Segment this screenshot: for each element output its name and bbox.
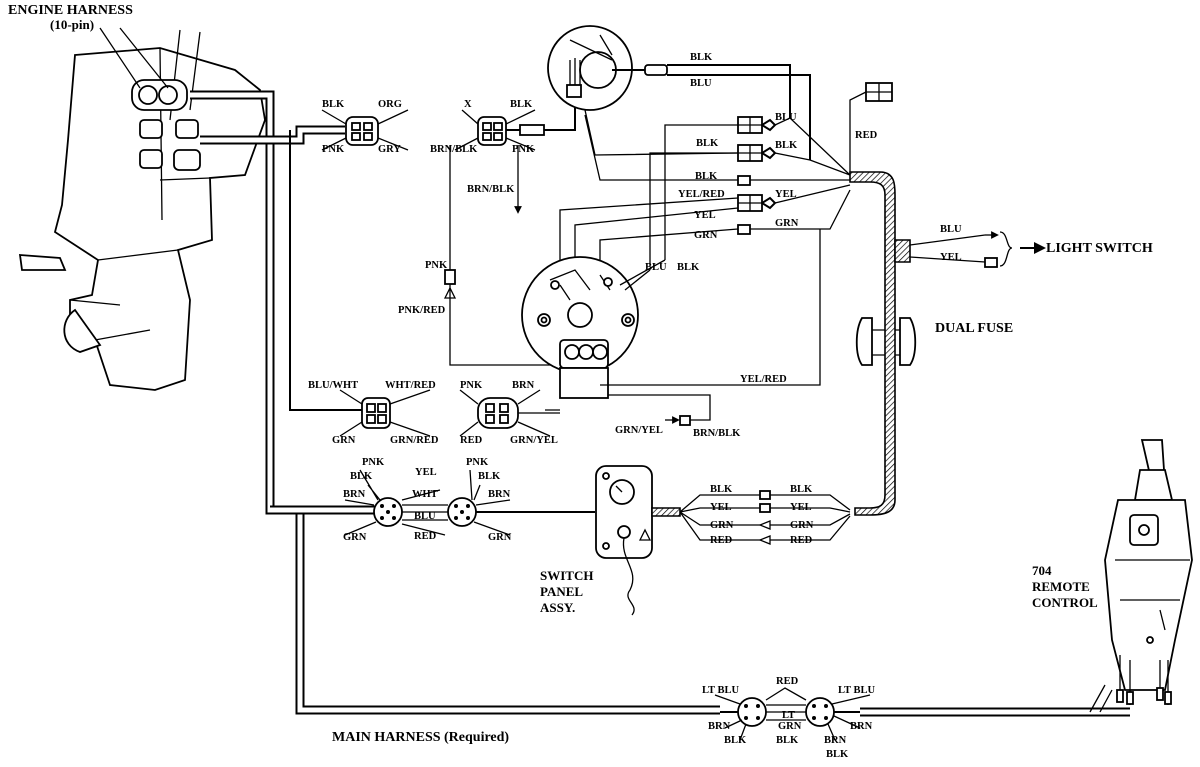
label-sp-grn2: GRN xyxy=(790,520,814,531)
light-switch-leads xyxy=(894,231,1046,268)
label-r8b-brn: BRN xyxy=(488,489,511,500)
round-connector-pair xyxy=(344,469,595,536)
remote-control xyxy=(1089,439,1193,713)
label-mh-blk1: BLK xyxy=(724,735,747,746)
label-wht-red: WHT/RED xyxy=(385,380,436,391)
dual-fuse-harness xyxy=(849,171,917,516)
label-r8a-brn: BRN xyxy=(343,489,366,500)
connector-blk-org xyxy=(321,109,409,151)
switch-panel-title-3: ASSY. xyxy=(540,600,575,615)
engine-harness-pins: (10-pin) xyxy=(50,17,94,32)
top-right-connector xyxy=(849,82,893,175)
label-key-blu: BLU xyxy=(645,262,667,273)
main-harness-trunk xyxy=(190,90,1130,717)
label-sp-blk1: BLK xyxy=(710,484,733,495)
label-r-blk1: BLK xyxy=(696,138,719,149)
label-r8a-grn: GRN xyxy=(343,532,367,543)
label-pnk-mid: PNK xyxy=(425,260,448,271)
label-brn-blk-drop: BRN/BLK xyxy=(467,184,515,195)
label-mh-grn: GRN xyxy=(778,721,802,732)
remote-title-2: REMOTE xyxy=(1032,579,1090,594)
label-r-yel2: YEL xyxy=(694,210,716,221)
label-r-blk3: BLK xyxy=(695,171,718,182)
label-blk: BLK xyxy=(322,99,345,110)
switch-panel-title-1: SWITCH xyxy=(540,568,593,583)
label-sp-yel1: YEL xyxy=(710,502,732,513)
label-grn-red: GRN/RED xyxy=(390,435,439,446)
label-org: ORG xyxy=(378,99,402,110)
connector-blu-wht xyxy=(289,130,431,437)
label-brn-c4: BRN xyxy=(512,380,535,391)
switch-panel-title-2: PANEL xyxy=(540,584,583,599)
label-grn-yel-c4: GRN/YEL xyxy=(510,435,558,446)
label-mh-blk2: BLK xyxy=(776,735,799,746)
remote-title-3: CONTROL xyxy=(1032,595,1098,610)
label-sp-yel2: YEL xyxy=(790,502,812,513)
label-red-c4: RED xyxy=(460,435,483,446)
label-mh-ltblu1: LT BLU xyxy=(702,685,739,696)
label-r-yelred: YEL/RED xyxy=(678,189,725,200)
key-switch xyxy=(443,145,821,426)
top-gauge xyxy=(547,25,811,160)
label-mh-brn3: BRN xyxy=(850,721,873,732)
connector-x-blk xyxy=(454,95,576,151)
label-gauge-blu: BLU xyxy=(690,78,712,89)
main-harness-connectors xyxy=(714,687,871,741)
label-brn-blk-low: BRN/BLK xyxy=(693,428,741,439)
label-r-grn1: GRN xyxy=(694,230,718,241)
light-switch-title: LIGHT SWITCH xyxy=(1046,241,1153,256)
engine-harness-title: ENGINE HARNESS xyxy=(8,3,133,18)
remote-title-1: 704 xyxy=(1032,563,1052,578)
outboard-engine xyxy=(18,29,266,391)
main-harness-title: MAIN HARNESS (Required) xyxy=(332,730,509,745)
label-sp-blk2: BLK xyxy=(790,484,813,495)
label-mh-lt: LT xyxy=(782,710,795,721)
label-blu-wht: BLU/WHT xyxy=(308,380,358,391)
leader-line xyxy=(99,27,169,89)
label-r8-wht: WHT xyxy=(412,489,438,500)
label-r-grn2: GRN xyxy=(775,218,799,229)
label-sp-red2: RED xyxy=(790,535,813,546)
label-r8b-grn: GRN xyxy=(488,532,512,543)
label-grn-c3: GRN xyxy=(332,435,356,446)
label-r8-blu: BLU xyxy=(414,511,436,522)
label-key-blk: BLK xyxy=(677,262,700,273)
label-r-blk2: BLK xyxy=(775,140,798,151)
label-mh-red: RED xyxy=(776,676,799,687)
label-gauge-blk: BLK xyxy=(690,52,713,63)
label-r-blu: BLU xyxy=(775,112,797,123)
label-blk-2: BLK xyxy=(510,99,533,110)
label-r8-red: RED xyxy=(414,531,437,542)
label-mh-brn1: BRN xyxy=(708,721,731,732)
label-mh-ltblu2: LT BLU xyxy=(838,685,875,696)
label-lsw-blu: BLU xyxy=(940,224,962,235)
label-x: X xyxy=(464,99,472,110)
label-r-yel: YEL xyxy=(775,189,797,200)
label-sp-red1: RED xyxy=(710,535,733,546)
label-mh-blk3: BLK xyxy=(826,749,849,760)
label-brn-blk: BRN/BLK xyxy=(430,144,478,155)
label-mh-brn2: BRN xyxy=(824,735,847,746)
connector-pnk-brn xyxy=(459,389,560,437)
right-connector-block xyxy=(559,109,851,290)
label-pnk-2: PNK xyxy=(512,144,535,155)
label-yelred-low: YEL/RED xyxy=(740,374,787,385)
label-pnk-c4: PNK xyxy=(460,380,483,391)
label-pnk-red: PNK/RED xyxy=(398,305,446,316)
label-r8b-blk: BLK xyxy=(478,471,501,482)
label-r8a-blk: BLK xyxy=(350,471,373,482)
label-sp-grn1: GRN xyxy=(710,520,734,531)
label-r8a-pnk: PNK xyxy=(362,457,385,468)
label-r8b-pnk: PNK xyxy=(466,457,489,468)
label-lsw-yel: YEL xyxy=(940,252,962,263)
label-gry: GRY xyxy=(378,144,401,155)
switch-panel xyxy=(595,465,681,616)
label-red-top: RED xyxy=(855,130,878,141)
label-r8-yel: YEL xyxy=(415,467,437,478)
label-pnk: PNK xyxy=(322,144,345,155)
label-grn-yel: GRN/YEL xyxy=(615,425,663,436)
switch-panel-leads xyxy=(679,490,851,545)
dual-fuse-title: DUAL FUSE xyxy=(935,321,1013,336)
